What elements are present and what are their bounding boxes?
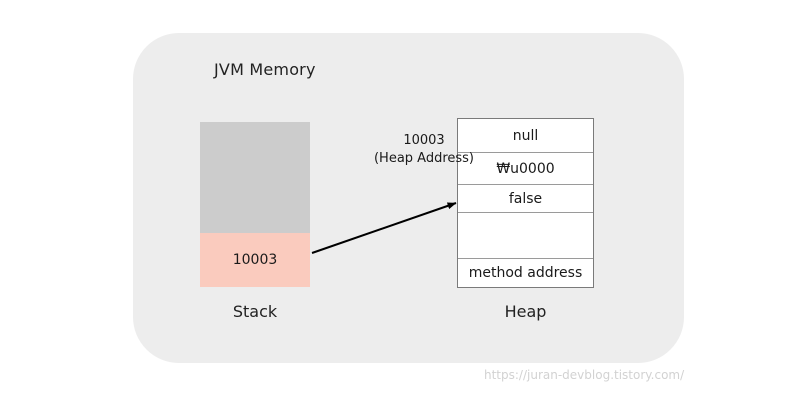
heap-row: null	[458, 119, 593, 153]
stack-free-space	[200, 122, 310, 233]
arrow-label: 10003 (Heap Address)	[334, 132, 514, 168]
stack-caption: Stack	[232, 302, 278, 321]
heap-row: ₩u0000	[458, 153, 593, 185]
stack-frame-value: 10003	[232, 252, 278, 268]
arrow-label-line1: 10003	[403, 133, 445, 148]
heap-row	[458, 213, 593, 259]
heap-row: false	[458, 185, 593, 213]
watermark: https://juran-devblog.tistory.com/	[484, 368, 685, 382]
heap-caption: Heap	[504, 302, 547, 321]
stack-block: 10003	[200, 122, 310, 287]
stack-frame-cell: 10003	[200, 233, 310, 287]
page-title: JVM Memory	[214, 60, 316, 79]
heap-row: method address	[458, 259, 593, 287]
arrow-label-line2: (Heap Address)	[373, 151, 475, 166]
heap-table: null ₩u0000 false method address	[457, 118, 594, 288]
